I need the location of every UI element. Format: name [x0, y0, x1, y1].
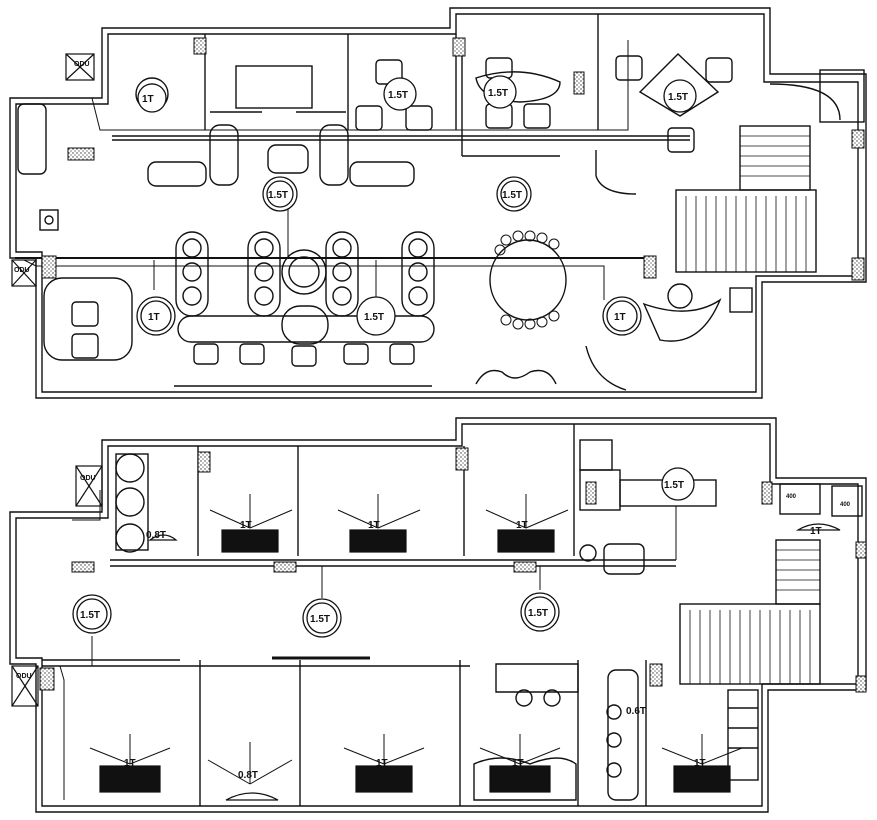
ac-tag-upper-meeting-1: 1.5T: [388, 90, 408, 101]
ac-tag-upper-1t-left: 1T: [142, 94, 154, 105]
ac-tag-lower-stair: 1T: [810, 526, 822, 537]
ac-tag-upper-cabin: 1.5T: [668, 92, 688, 103]
ac-tag-lower-pantry: 1.5T: [664, 480, 684, 491]
lower-odu-units: [11, 465, 103, 707]
odu-label-upper-2: ODU: [14, 267, 30, 274]
ac-tag-lower-room-3: 1T: [516, 520, 528, 531]
odu-label-lower-2: ODU: [16, 673, 32, 680]
ac-tag-lower-left: 1.5T: [80, 610, 100, 621]
ac-tag-lower-cafe: 0.6T: [626, 706, 646, 717]
upper-inner-wall: [15, 13, 859, 393]
ac-tag-lower-room-1: 1T: [240, 520, 252, 531]
upper-outer-wall: [9, 7, 867, 399]
ac-tag-lower-bottom-2: 0.8T: [238, 770, 258, 781]
ac-tag-upper-center: 1.5T: [268, 190, 288, 201]
lower-floor-plan: [9, 417, 867, 813]
lower-ac-tags: [72, 467, 695, 638]
ac-tag-lower-room-2: 1T: [368, 520, 380, 531]
ac-tag-lower-bottom-1: 1T: [124, 758, 136, 769]
ac-tag-upper-lobby-center: 1.5T: [364, 312, 384, 323]
odu-label-upper-1: ODU: [74, 61, 90, 68]
ac-tag-lower-bottom-4: 1T: [512, 758, 524, 769]
lower-outer-wall: [9, 417, 867, 813]
ac-tag-lower-store: 0.8T: [146, 530, 166, 541]
ac-tag-upper-lobby-right: 1T: [614, 312, 626, 323]
upper-odu-units: [11, 53, 95, 287]
ac-tag-lower-right: 1.5T: [528, 608, 548, 619]
ac-tag-lower-bottom-3: 1T: [376, 758, 388, 769]
upper-wall-pillars: [41, 37, 865, 281]
lower-wall-pillars: [39, 447, 867, 693]
small-label-400-1: 400: [786, 494, 797, 500]
ac-tag-lower-center: 1.5T: [310, 614, 330, 625]
ac-tag-lower-bottom-5: 1T: [694, 758, 706, 769]
ac-tag-upper-lobby-left: 1T: [148, 312, 160, 323]
upper-ac-tags: [136, 75, 697, 336]
lower-ac-units: [89, 494, 841, 801]
small-label-400-2: 400: [840, 502, 851, 508]
upper-floor-plan: [9, 7, 867, 399]
ac-tag-upper-meeting-2: 1.5T: [488, 88, 508, 99]
odu-label-lower-1: ODU: [80, 475, 96, 482]
ac-tag-upper-right-center: 1.5T: [502, 190, 522, 201]
